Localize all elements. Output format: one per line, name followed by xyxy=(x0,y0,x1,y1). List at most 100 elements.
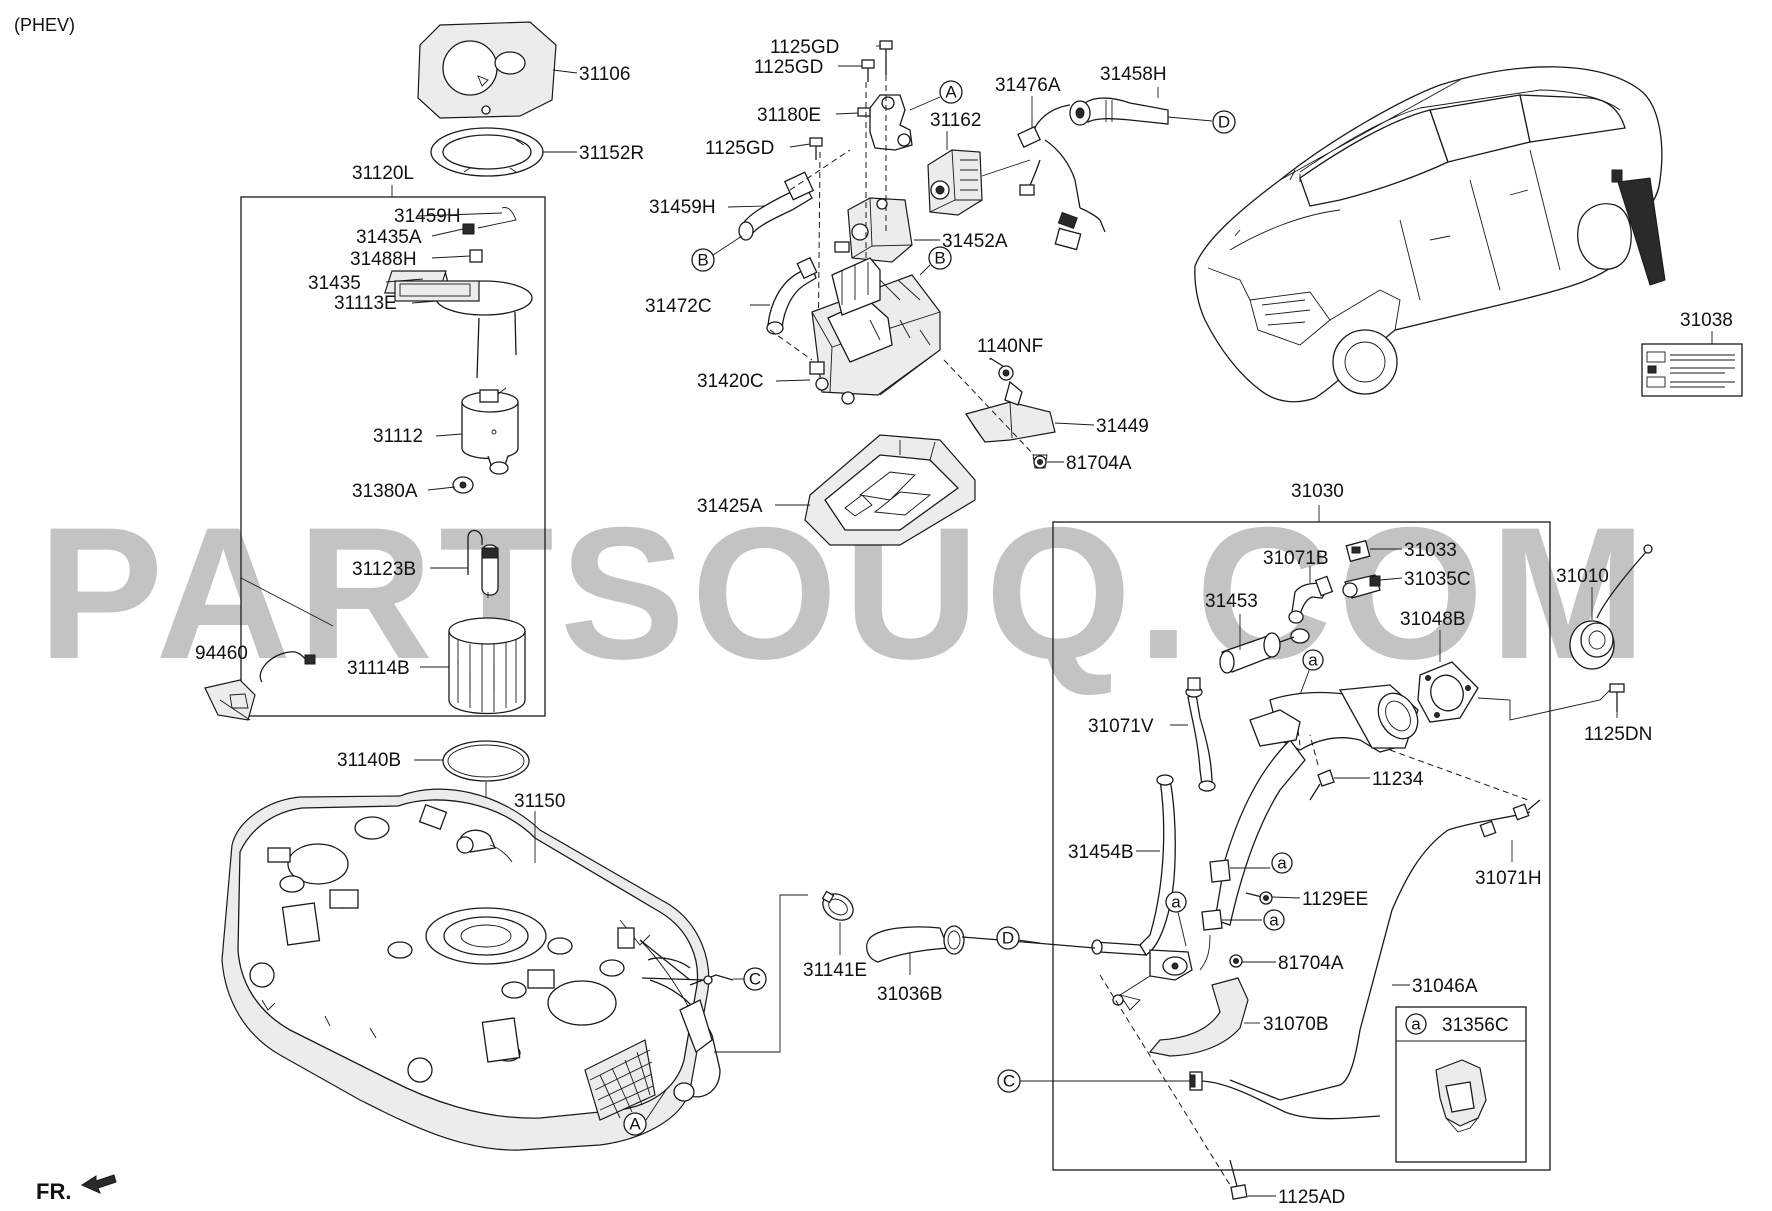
reservoir-31114B xyxy=(448,617,526,715)
label-31038: 31038 xyxy=(1680,310,1733,331)
connector-lower xyxy=(1189,1071,1381,1120)
ref-circle-C-bottom: C xyxy=(997,1069,1021,1093)
bolt-1140NF xyxy=(989,357,1014,381)
bolt-81704A-a xyxy=(1032,454,1048,469)
label-31048B: 31048B xyxy=(1400,609,1466,630)
label-1129EE: 1129EE xyxy=(1302,889,1368,910)
label-94460: 94460 xyxy=(195,643,248,664)
svg-text:a: a xyxy=(1277,854,1287,873)
label-31459H-b: 31459H xyxy=(649,197,716,218)
bolt-81704A-b xyxy=(1229,954,1243,968)
screw-1125DN xyxy=(1609,683,1625,712)
hose-31071H xyxy=(1447,799,1541,838)
harness-31476A xyxy=(1017,104,1106,251)
ref-circle-A-tank: A xyxy=(623,1112,647,1136)
svg-text:a: a xyxy=(1269,911,1279,930)
svg-text:C: C xyxy=(749,970,761,989)
label-31449: 31449 xyxy=(1096,416,1149,437)
fuel-cap-31010 xyxy=(1569,544,1653,670)
label-31070B: 31070B xyxy=(1263,1014,1329,1035)
label-31033: 31033 xyxy=(1404,540,1457,561)
fuel-pump-31112 xyxy=(461,387,519,475)
label-31435: 31435 xyxy=(308,273,361,294)
svg-text:B: B xyxy=(697,251,708,270)
label-1125DN: 1125DN xyxy=(1584,724,1652,745)
bracket-31449 xyxy=(965,380,1056,443)
label-31010: 31010 xyxy=(1556,566,1609,587)
clip-upper xyxy=(1209,859,1270,883)
pressure-sensor-94460 xyxy=(204,651,316,721)
filler-assembly-frame xyxy=(1052,521,1551,1171)
bolt-1125GD-a xyxy=(879,40,893,75)
label-plate-31038 xyxy=(1641,343,1743,397)
vehicle-illustration xyxy=(1194,66,1666,403)
bolt-1125AD xyxy=(1229,1159,1248,1200)
label-31472C: 31472C xyxy=(645,296,712,317)
label-31030: 31030 xyxy=(1291,481,1344,502)
label-81704A-b: 81704A xyxy=(1278,953,1344,974)
label-31425A: 31425A xyxy=(697,496,763,517)
label-31046A: 31046A xyxy=(1412,976,1478,997)
label-31458H: 31458H xyxy=(1100,64,1167,85)
ref-circle-a-mid2: a xyxy=(1263,909,1285,931)
clip-31356C xyxy=(1435,1059,1487,1133)
label-31180E: 31180E xyxy=(757,105,821,126)
hose-31472C xyxy=(766,256,818,335)
label-31150: 31150 xyxy=(514,791,565,812)
ref-circle-B-hose: B xyxy=(691,248,715,272)
ref-circle-a-mid1: a xyxy=(1271,852,1293,874)
label-31453: 31453 xyxy=(1205,591,1258,612)
canister-31420C xyxy=(809,257,941,405)
pump-assembly-frame xyxy=(240,196,546,717)
label-31435A: 31435A xyxy=(356,227,422,248)
label-11234: 11234 xyxy=(1372,769,1424,790)
ref-circle-a-left: a xyxy=(1165,891,1187,913)
svg-text:a: a xyxy=(1171,893,1181,912)
label-81704A-a: 81704A xyxy=(1066,453,1132,474)
label-31123B: 31123B xyxy=(352,559,416,580)
protector-31425A xyxy=(804,434,976,546)
gasket-31048B xyxy=(1417,661,1479,723)
gasket-31140B xyxy=(442,740,530,782)
label-31380A: 31380A xyxy=(352,481,418,502)
connector-31033 xyxy=(1345,539,1371,563)
label-31141E: 31141E xyxy=(803,960,867,981)
bolt-1125GD-c xyxy=(809,137,823,160)
label-31488H: 31488H xyxy=(350,249,417,270)
label-31152R: 31152R xyxy=(579,143,644,164)
svg-text:B: B xyxy=(934,249,945,268)
label-1140NF: 1140NF xyxy=(977,336,1043,357)
ref-circle-B-canister: B xyxy=(928,246,952,270)
filter-31380A xyxy=(452,476,474,494)
label-31452A: 31452A xyxy=(942,231,1008,252)
legend-part: 31356C xyxy=(1442,1015,1509,1036)
label-1125GD-b: 1125GD xyxy=(754,57,823,78)
sender-31123B xyxy=(467,529,499,598)
label-31071B: 31071B xyxy=(1263,548,1329,569)
label-1125AD: 1125AD xyxy=(1278,1187,1345,1208)
label-31112: 31112 xyxy=(373,426,423,447)
label-31459H-a: 31459H xyxy=(394,206,461,227)
valve-31453 xyxy=(1219,628,1310,674)
ref-circle-C-tank: C xyxy=(743,967,767,991)
svg-text:D: D xyxy=(1218,113,1230,132)
label-31106: 31106 xyxy=(579,64,630,85)
ref-circle-A-bracket: A xyxy=(939,80,963,104)
label-31114B: 31114B xyxy=(347,658,410,679)
variant-label: (PHEV) xyxy=(14,15,75,35)
clamp-31141E xyxy=(821,890,854,921)
bracket-31180E xyxy=(857,94,913,151)
fuel-tank-31150 xyxy=(221,788,721,1151)
label-1125GD-c: 1125GD xyxy=(705,138,774,159)
hose-31036B xyxy=(866,925,965,963)
label-31120L: 31120L xyxy=(352,163,414,184)
valve-31035C xyxy=(1342,574,1381,599)
ref-circle-D-hose: D xyxy=(1212,110,1236,134)
hose-31458H xyxy=(1069,97,1169,126)
pipe-31454B xyxy=(1091,774,1176,956)
lock-ring-31152R xyxy=(430,127,544,177)
bolt-1125GD-b xyxy=(861,59,875,82)
valve-31452A xyxy=(834,197,913,263)
label-31071V: 31071V xyxy=(1088,716,1154,737)
